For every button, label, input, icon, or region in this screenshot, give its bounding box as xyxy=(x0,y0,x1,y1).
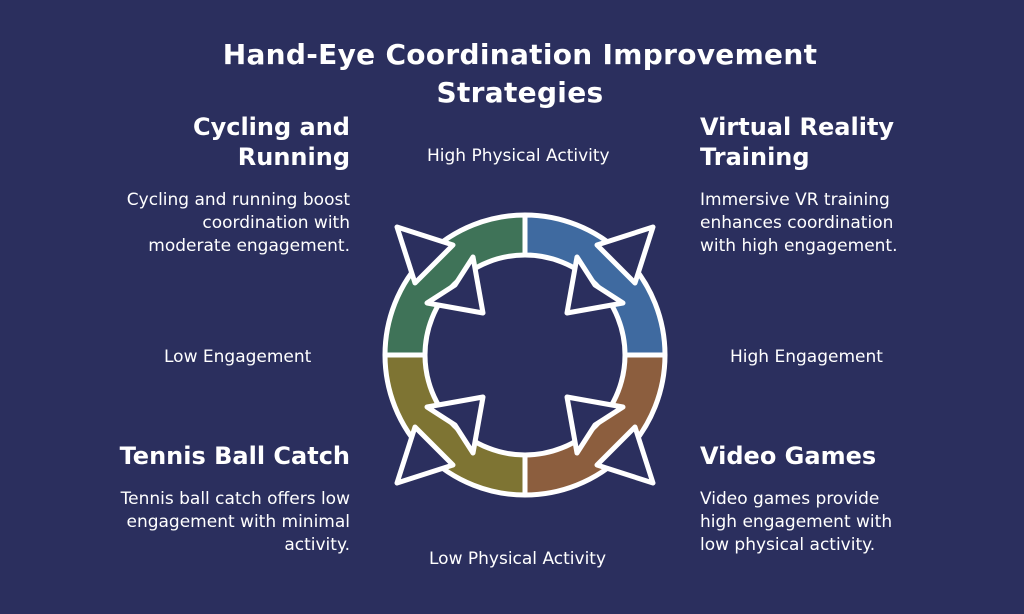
arrow-notch-top-left xyxy=(424,254,486,316)
arrow-tip-bottom-left xyxy=(394,424,456,486)
quadrant-desc-top-right: Immersive VR training enhances coordinat… xyxy=(700,190,898,256)
arrow-notch-bottom-right xyxy=(564,394,626,456)
arrow-tip-top-right xyxy=(594,224,656,286)
quadrant-title-bottom-right: Video Games xyxy=(700,442,877,470)
quadrant-title-top-right: Virtual Reality Training xyxy=(700,113,895,171)
page-title: Hand-Eye Coordination Improvement Strate… xyxy=(222,38,818,109)
quadrant-title-bottom-left: Tennis Ball Catch xyxy=(119,442,350,470)
arrow-tip-top-left xyxy=(394,224,456,286)
axis-label-left: Low Engagement xyxy=(164,347,312,367)
axis-label-top: High Physical Activity xyxy=(427,146,610,166)
quadrant-title-top-left: Cycling and Running xyxy=(192,113,350,171)
quadrant-desc-bottom-right: Video games provide high engagement with… xyxy=(700,489,893,555)
axis-label-right: High Engagement xyxy=(730,347,883,367)
axis-label-bottom: Low Physical Activity xyxy=(429,549,607,569)
arrow-notch-top-right xyxy=(564,254,626,316)
quadrant-desc-bottom-left: Tennis ball catch offers low engagement … xyxy=(120,489,350,555)
cycle-diagram xyxy=(382,212,668,498)
arrow-tip-bottom-right xyxy=(594,424,656,486)
quadrant-desc-top-left: Cycling and running boost coordination w… xyxy=(126,190,350,256)
segment-bottom-left xyxy=(382,352,528,498)
arrow-notch-bottom-left xyxy=(424,394,486,456)
